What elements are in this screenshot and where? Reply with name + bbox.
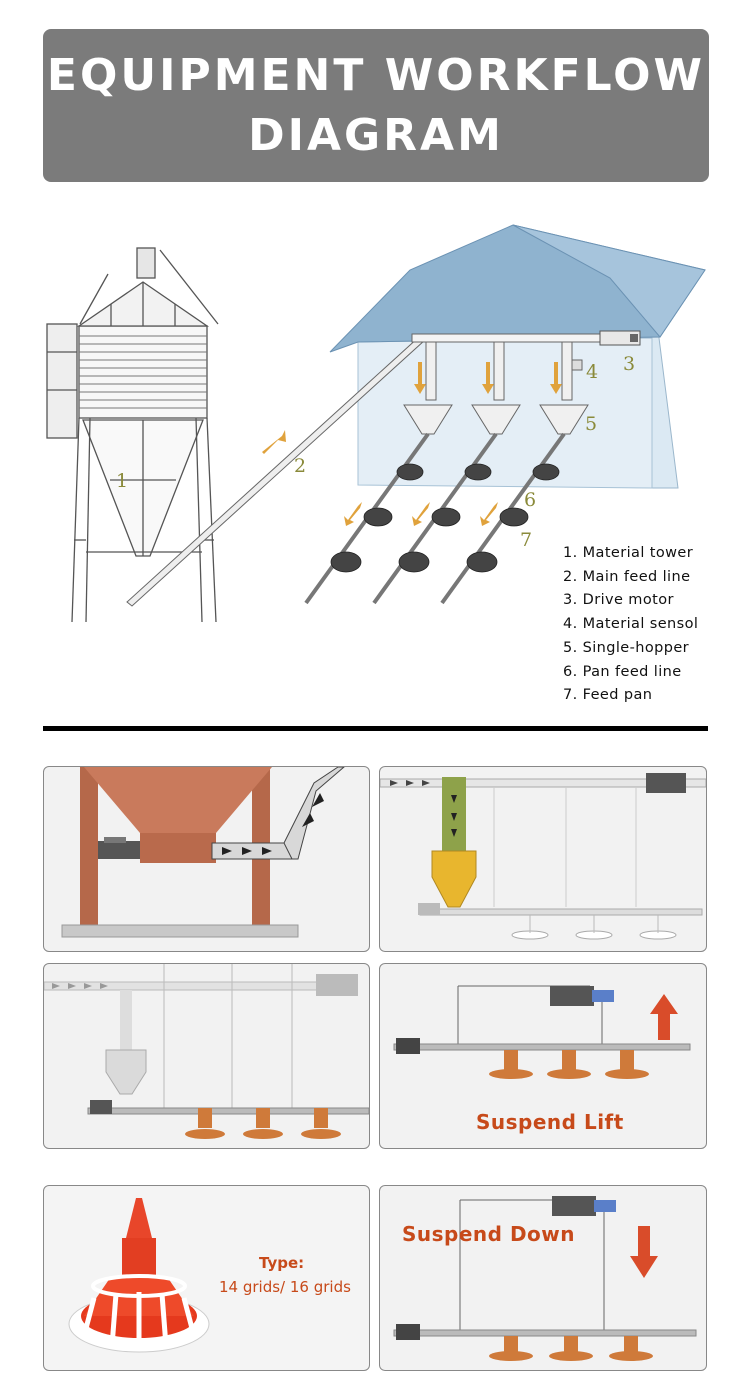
silo-outlet-illustration xyxy=(61,767,345,938)
legend-item: 1. Material tower xyxy=(563,545,694,561)
hopper-line-illustration xyxy=(380,773,706,940)
workflow-diagram: 1 2 3 4 5 6 7 xyxy=(46,224,706,623)
feed-pans xyxy=(330,463,560,573)
title-line-2: DIAGRAM xyxy=(248,109,504,161)
arrow-down-icon xyxy=(630,1226,658,1278)
callout-6: 6 xyxy=(524,489,536,511)
title-line-1: EQUIPMENT WORKFLOW xyxy=(46,49,706,101)
legend-item: 6. Pan feed line xyxy=(563,663,682,680)
panel-suspend-down: Suspend Down xyxy=(379,1185,707,1371)
legend-item: 3. Drive motor xyxy=(563,592,674,609)
main-feed-line xyxy=(126,330,641,607)
panel-silo-outlet xyxy=(43,766,370,952)
callout-4: 4 xyxy=(586,361,598,383)
legend-item: 2. Main feed line xyxy=(563,568,691,585)
drop-tubes xyxy=(403,341,589,435)
section-divider xyxy=(43,726,708,731)
flow-arrows xyxy=(262,362,562,526)
title-banner: EQUIPMENT WORKFLOW DIAGRAM xyxy=(43,29,709,182)
poultry-house xyxy=(329,224,706,489)
panel-feeder-pan: Type: 14 grids/ 16 grids xyxy=(43,1185,370,1371)
type-label: Type: xyxy=(259,1254,305,1272)
type-value: 14 grids/ 16 grids xyxy=(219,1278,351,1296)
callout-1: 1 xyxy=(116,470,128,492)
callout-5: 5 xyxy=(585,413,597,435)
callout-3: 3 xyxy=(623,353,635,375)
callout-7: 7 xyxy=(520,529,532,551)
callout-2: 2 xyxy=(294,455,306,477)
material-tower xyxy=(46,247,219,623)
legend: 1. Material tower 2. Main feed line 3. D… xyxy=(563,542,698,708)
legend-item: 7. Feed pan xyxy=(563,687,653,704)
panel-suspend-lift: Suspend Lift xyxy=(379,963,707,1149)
legend-item: 4. Material sensol xyxy=(563,616,699,633)
suspend-lift-label: Suspend Lift xyxy=(476,1110,624,1134)
legend-item: 5. Single-hopper xyxy=(563,639,690,656)
suspend-lift-illustration xyxy=(393,985,691,1079)
pan-line-illustration xyxy=(44,964,369,1139)
panel-pan-line xyxy=(43,963,370,1149)
panel-hopper-line xyxy=(379,766,707,952)
suspend-down-label: Suspend Down xyxy=(402,1222,576,1246)
feeder-pan-illustration xyxy=(68,1198,210,1353)
arrow-up-icon xyxy=(650,994,678,1040)
suspend-down-illustration xyxy=(393,1196,697,1361)
